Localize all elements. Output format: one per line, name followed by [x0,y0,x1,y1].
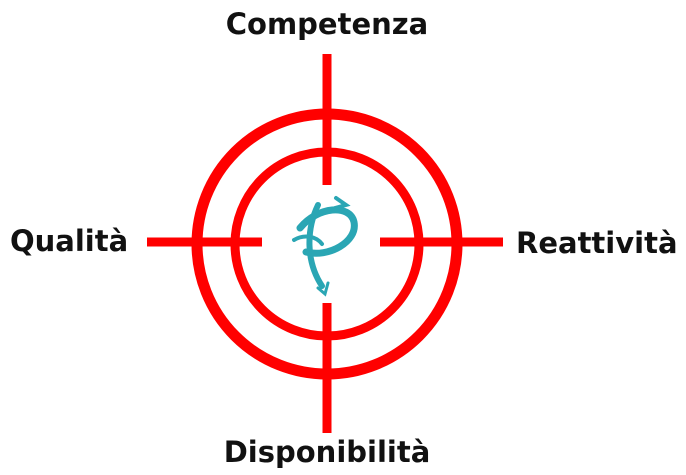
label-reattivita: Reattività [516,226,678,260]
swirl-arrow-logo-icon [292,196,358,297]
label-disponibilita: Disponibilità [223,435,431,469]
label-qualita: Qualità [10,224,129,258]
label-competenza: Competenza [225,7,429,41]
crosshair-lines [147,54,503,433]
